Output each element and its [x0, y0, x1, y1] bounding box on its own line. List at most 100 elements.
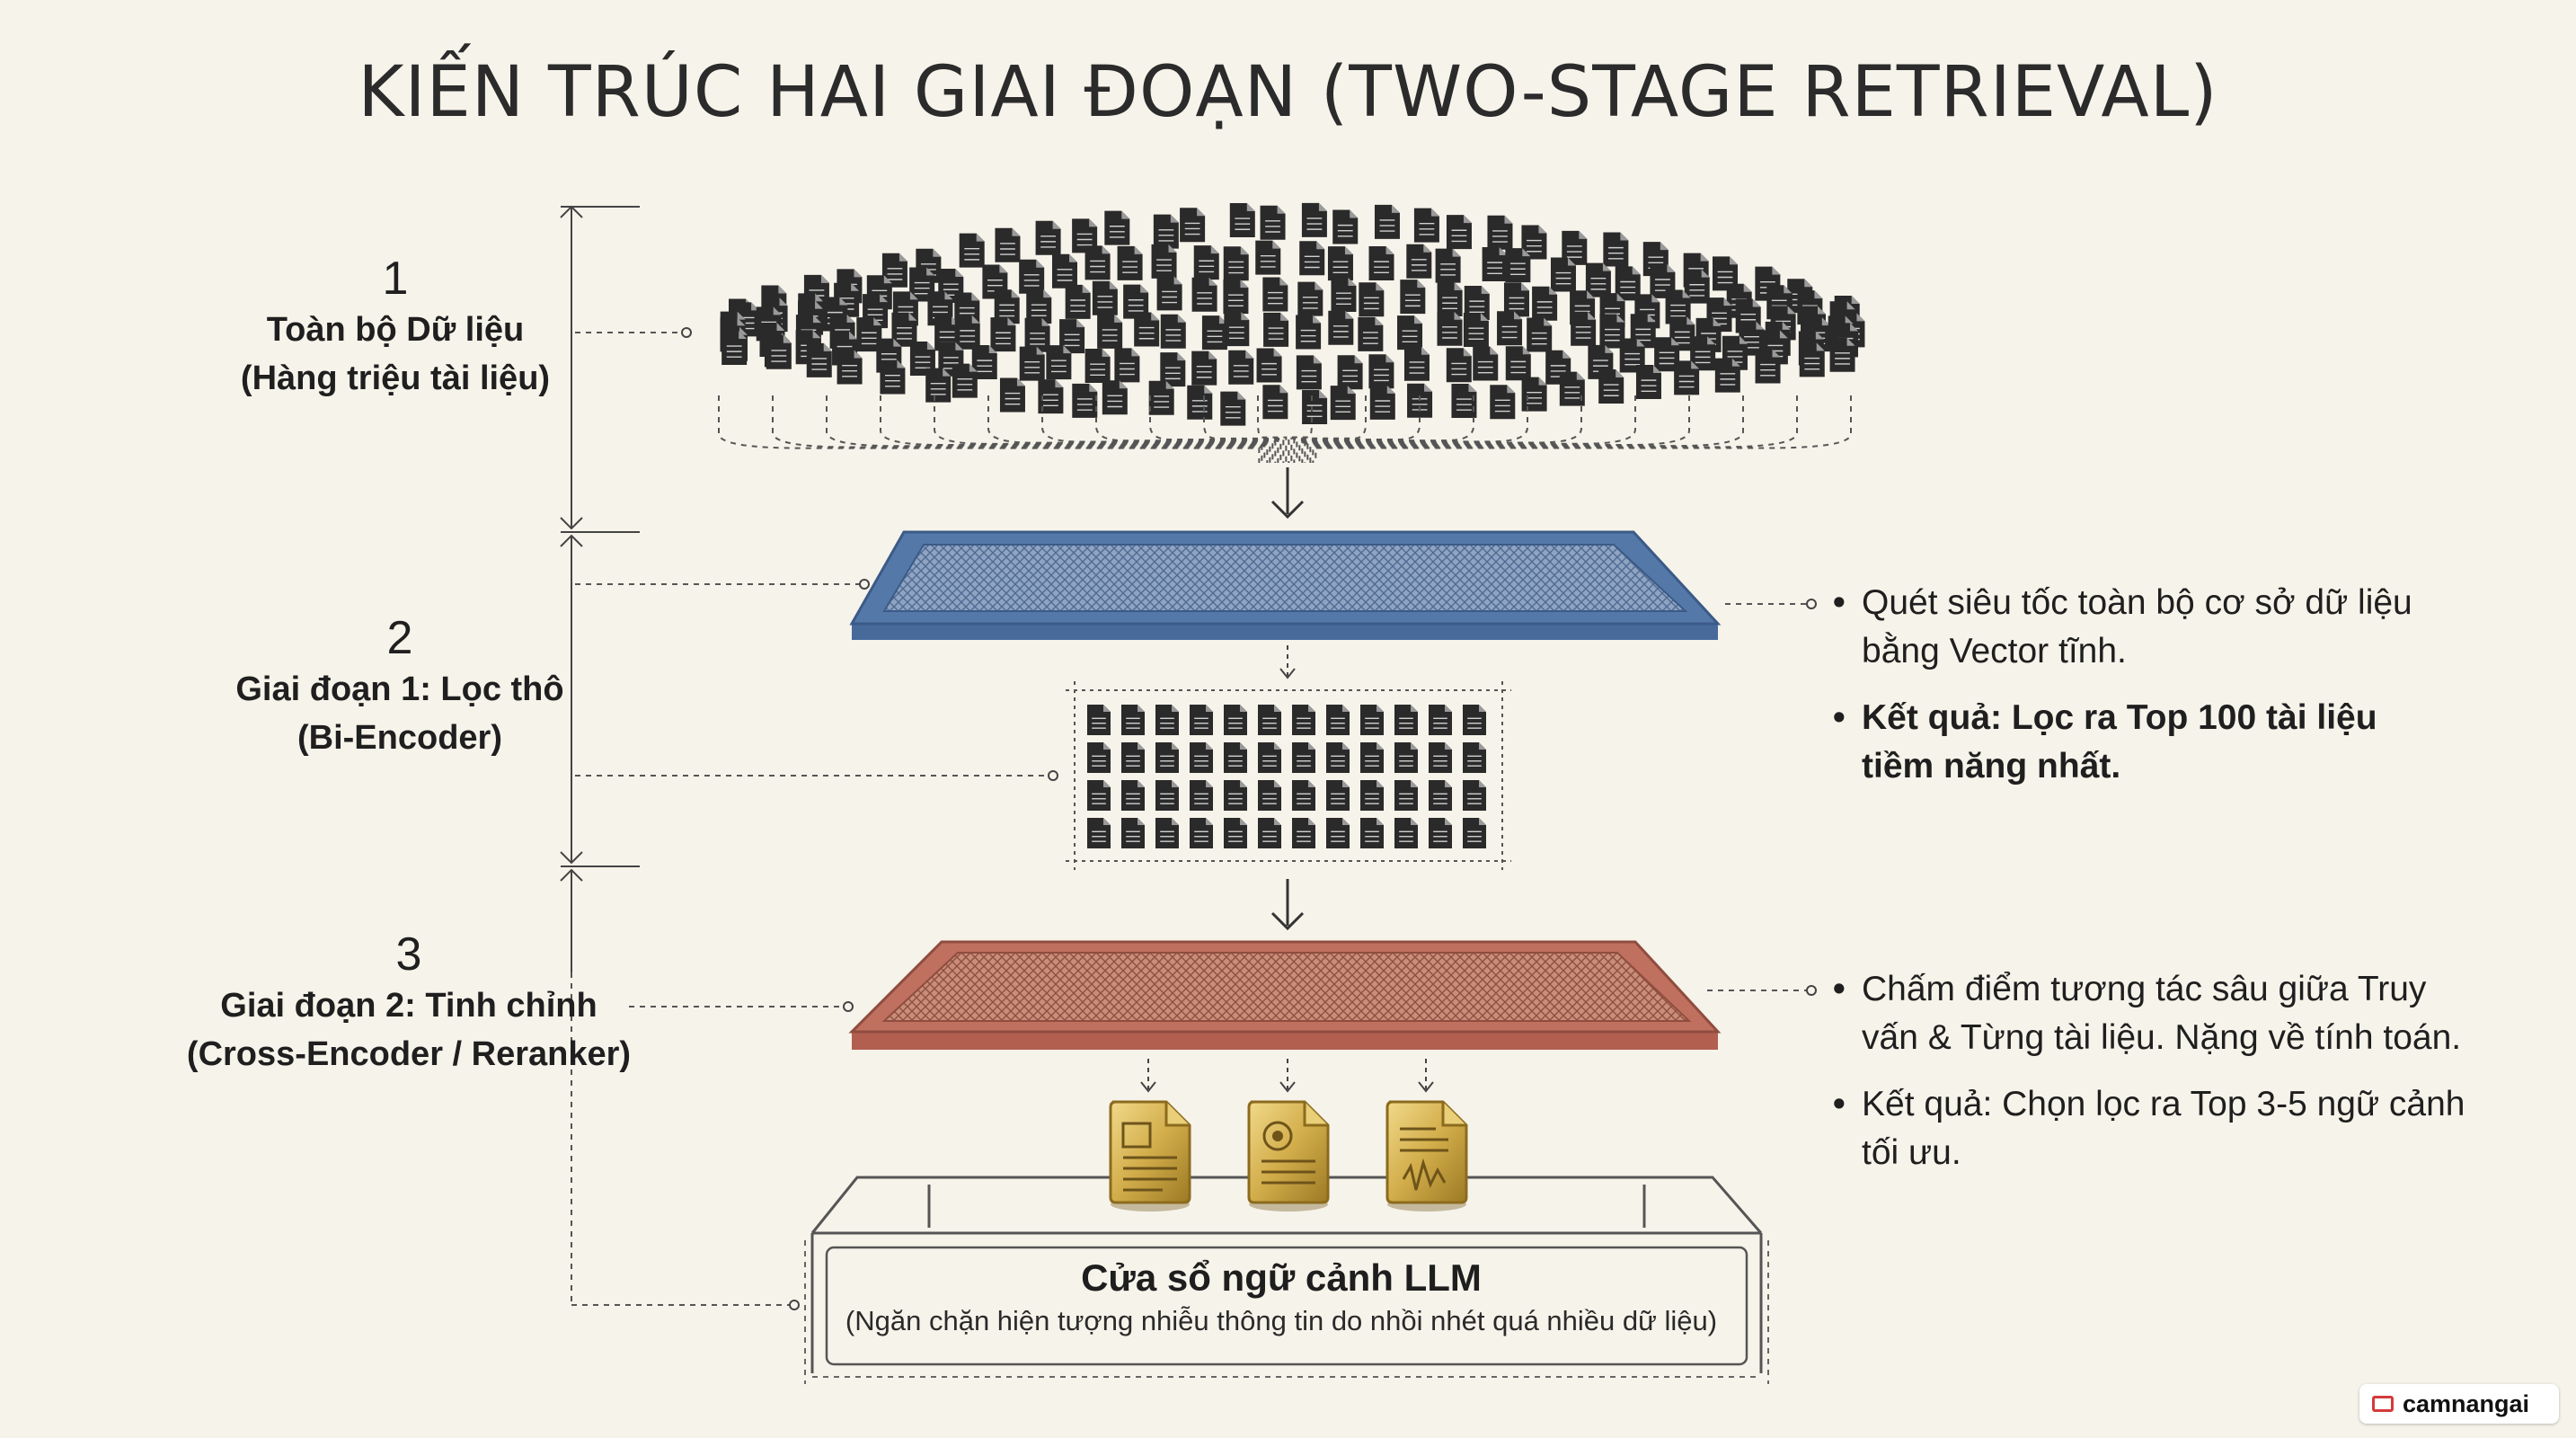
top-document-26 — [1155, 780, 1179, 811]
top-document-27 — [1190, 780, 1213, 811]
bi-encoder-filter-tray — [849, 530, 1722, 640]
cloud-document-76 — [1191, 277, 1217, 312]
cloud-document-83 — [1437, 282, 1463, 317]
cloud-document-146 — [1296, 355, 1322, 390]
cloud-document-112 — [1263, 312, 1289, 347]
cloud-document-111 — [1224, 312, 1250, 347]
cloud-document-106 — [1059, 319, 1085, 354]
cloud-document-189 — [1755, 349, 1781, 384]
stage-title-2: Giai đoạn 1: Lọc thô — [235, 670, 564, 708]
cloud-document-11 — [1153, 214, 1179, 249]
top-document-33 — [1394, 780, 1418, 811]
cloud-document-38 — [1019, 259, 1045, 294]
cloud-document-118 — [1463, 313, 1489, 348]
bi-encoder-note-2: Kết quả: Lọc ra Top 100 tài liệu tiềm nă… — [1833, 694, 2516, 791]
cloud-document-85 — [1503, 282, 1529, 317]
top-document-42 — [1292, 818, 1315, 848]
cloud-document-115 — [1358, 316, 1384, 351]
cloud-document-167 — [925, 368, 952, 403]
gold-document-3 — [1385, 1100, 1468, 1212]
cross-encoder-note-1-line-2: vấn & Từng tài liệu. Nặng về tính toán. — [1862, 1018, 2462, 1057]
cloud-document-42 — [1151, 244, 1177, 279]
cloud-document-9 — [1072, 218, 1098, 253]
cloud-document-18 — [1413, 208, 1439, 243]
top-document-13 — [1121, 742, 1145, 773]
cloud-document-138 — [1019, 346, 1045, 381]
cloud-document-177 — [1302, 390, 1328, 425]
top-document-18 — [1292, 742, 1315, 773]
cloud-document-187 — [1674, 360, 1700, 395]
cross-encoder-filter-tray — [848, 940, 1722, 1050]
cloud-document-46 — [1299, 241, 1325, 276]
cloud-document-50 — [1435, 248, 1461, 283]
top-document-21 — [1394, 742, 1418, 773]
cloud-document-86 — [1532, 286, 1558, 321]
cloud-document-113 — [1296, 315, 1322, 350]
cloud-document-80 — [1331, 278, 1357, 313]
cloud-document-157 — [1690, 336, 1716, 371]
cloud-document-51 — [1482, 247, 1508, 282]
cloud-document-90 — [1665, 289, 1691, 324]
cloud-document-172 — [1102, 380, 1128, 415]
top-document-17 — [1258, 742, 1281, 773]
cloud-document-72 — [1065, 284, 1091, 319]
cloud-document-82 — [1400, 280, 1426, 315]
bi-encoder-note-1: Quét siêu tốc toàn bộ cơ sở dữ liệu bằng… — [1833, 579, 2516, 676]
cloud-document-137 — [971, 345, 997, 380]
cloud-document-100 — [856, 317, 882, 352]
stage-label-3: 3 Giai đoạn 2: Tinh chỉnh (Cross-Encoder… — [180, 928, 638, 1078]
top-document-41 — [1258, 818, 1281, 848]
stage-subtitle-3: (Cross-Encoder / Reranker) — [186, 1035, 632, 1073]
stage-title-1: Toàn bộ Dữ liệu — [266, 311, 525, 349]
cloud-document-169 — [999, 377, 1025, 413]
cloud-document-16 — [1332, 209, 1359, 244]
cloud-document-81 — [1359, 282, 1385, 317]
cloud-document-114 — [1328, 310, 1354, 345]
top-document-5 — [1258, 705, 1281, 735]
top-document-15 — [1190, 742, 1213, 773]
cloud-document-168 — [952, 363, 978, 398]
cloud-document-141 — [1114, 348, 1140, 383]
cloud-document-77 — [1223, 280, 1249, 315]
top-document-1 — [1121, 705, 1145, 735]
cloud-document-52 — [1505, 248, 1531, 283]
top-document-34 — [1429, 780, 1452, 811]
top-document-47 — [1463, 818, 1486, 848]
cloud-document-176 — [1262, 385, 1288, 420]
cloud-document-191 — [1829, 337, 1855, 372]
bi-encoder-note-1-line-1: Quét siêu tốc toàn bộ cơ sở dữ liệu — [1862, 583, 2412, 622]
cross-encoder-note-2-line-1: Kết quả: Chọn lọc ra Top 3-5 ngữ cảnh — [1862, 1085, 2465, 1123]
top-document-44 — [1360, 818, 1384, 848]
stage-number-2: 2 — [386, 612, 413, 664]
cloud-document-23 — [1603, 232, 1629, 267]
top-document-40 — [1224, 818, 1247, 848]
cloud-document-119 — [1497, 311, 1523, 346]
diagram-title: KIẾN TRÚC HAI GIAI ĐOẠN (TWO-STAGE RETRI… — [358, 52, 2218, 133]
bi-encoder-note-2-line-2: tiềm năng nhất. — [1862, 747, 2121, 786]
cloud-document-57 — [1684, 269, 1710, 304]
llm-window-title: Cửa sổ ngữ cảnh LLM — [1081, 1256, 1482, 1299]
top-document-29 — [1258, 780, 1281, 811]
cloud-document-70 — [994, 289, 1020, 324]
cloud-document-104 — [990, 317, 1016, 352]
funnel-lines — [718, 395, 1852, 463]
stage-label-1: 1 Toàn bộ Dữ liệu (Hàng triệu tài liệu) — [207, 252, 584, 403]
cloud-document-74 — [1123, 284, 1149, 319]
stage-subtitle-2: (Bi-Encoder) — [297, 719, 502, 757]
cloud-document-49 — [1406, 244, 1432, 279]
cloud-document-122 — [1599, 314, 1625, 349]
top-document-45 — [1394, 818, 1418, 848]
cloud-document-55 — [1615, 266, 1641, 301]
cloud-document-40 — [1084, 245, 1111, 280]
cloud-document-163 — [766, 334, 792, 369]
cloud-document-166 — [880, 360, 906, 395]
cloud-document-54 — [1585, 262, 1611, 297]
cloud-document-171 — [1072, 383, 1098, 418]
cloud-document-151 — [1473, 346, 1499, 381]
cloud-document-184 — [1559, 371, 1585, 406]
top-document-37 — [1121, 818, 1145, 848]
cloud-document-110 — [1201, 315, 1227, 351]
top-document-31 — [1326, 780, 1350, 811]
cross-encoder-note-2-line-2: tối ưu. — [1862, 1133, 1961, 1172]
